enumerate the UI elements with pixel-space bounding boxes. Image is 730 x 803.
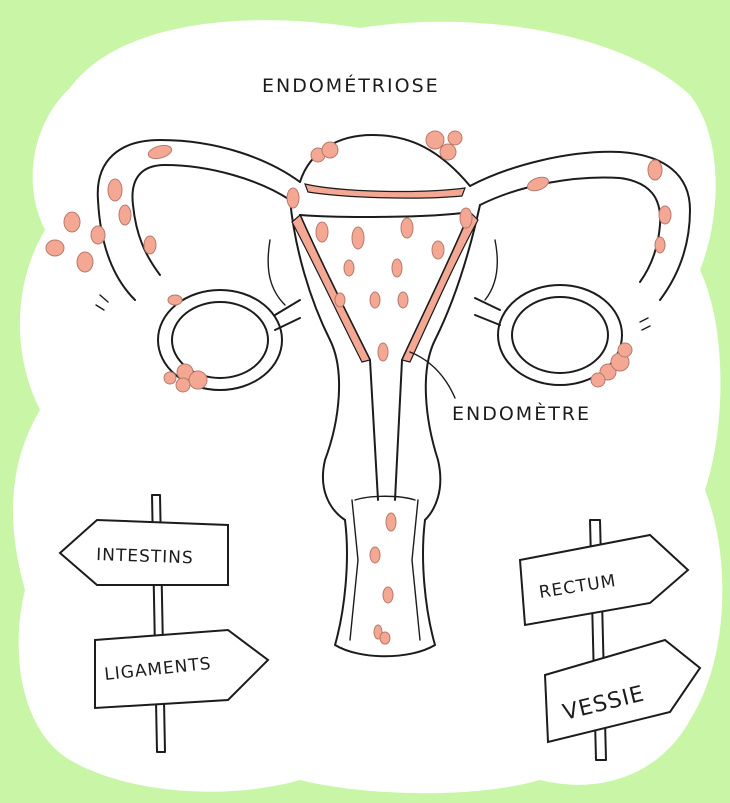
sign-intestins-text: INTESTINS: [96, 545, 194, 568]
diagram-title: ENDOMÉTRIOSE: [262, 74, 440, 97]
endometrium-label: ENDOMÈTRE: [452, 402, 591, 425]
